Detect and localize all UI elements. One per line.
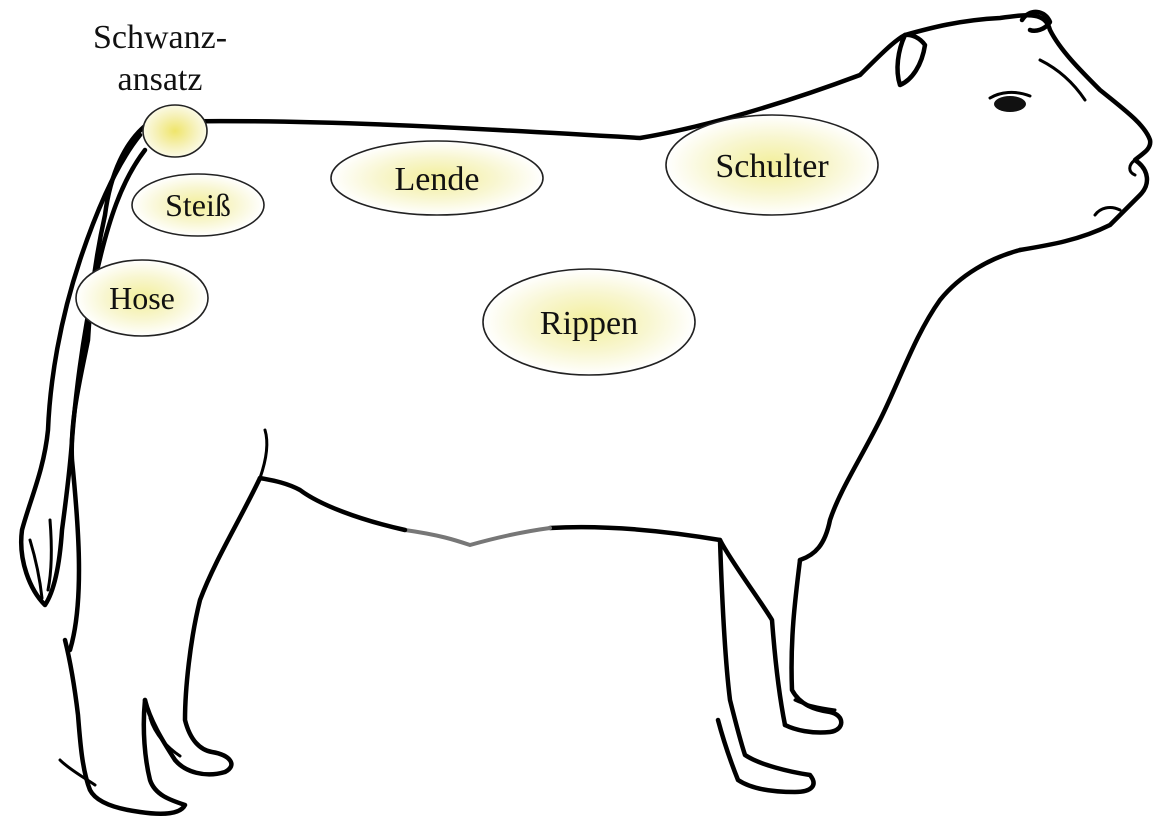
label-tail-root-line1: Schwanz-: [93, 19, 227, 56]
region-steiss: Steiß: [132, 174, 264, 236]
label-rippen: Rippen: [540, 305, 638, 342]
cow-hind-leg-far: [65, 640, 185, 814]
label-schulter: Schulter: [715, 148, 829, 185]
cow-belly: [550, 527, 720, 540]
cow-ear-left: [898, 35, 925, 85]
region-lende: Lende: [331, 141, 543, 215]
label-lende: Lende: [395, 161, 480, 198]
cow-chest-front: [800, 250, 1020, 560]
tail-root-marker: [143, 105, 207, 157]
cow-hind-leg-near: [145, 478, 260, 774]
cow-belly-mid: [405, 528, 550, 545]
region-tail-root: Schwanz- ansatz: [93, 19, 227, 157]
region-schulter: Schulter: [666, 115, 878, 215]
label-hose: Hose: [109, 280, 175, 316]
label-tail-root-line2: ansatz: [118, 61, 203, 98]
region-hose: Hose: [76, 260, 208, 336]
cow-eye: [994, 96, 1026, 112]
label-steiss: Steiß: [165, 187, 231, 223]
region-rippen: Rippen: [483, 269, 695, 375]
cow-head: [905, 15, 1150, 250]
